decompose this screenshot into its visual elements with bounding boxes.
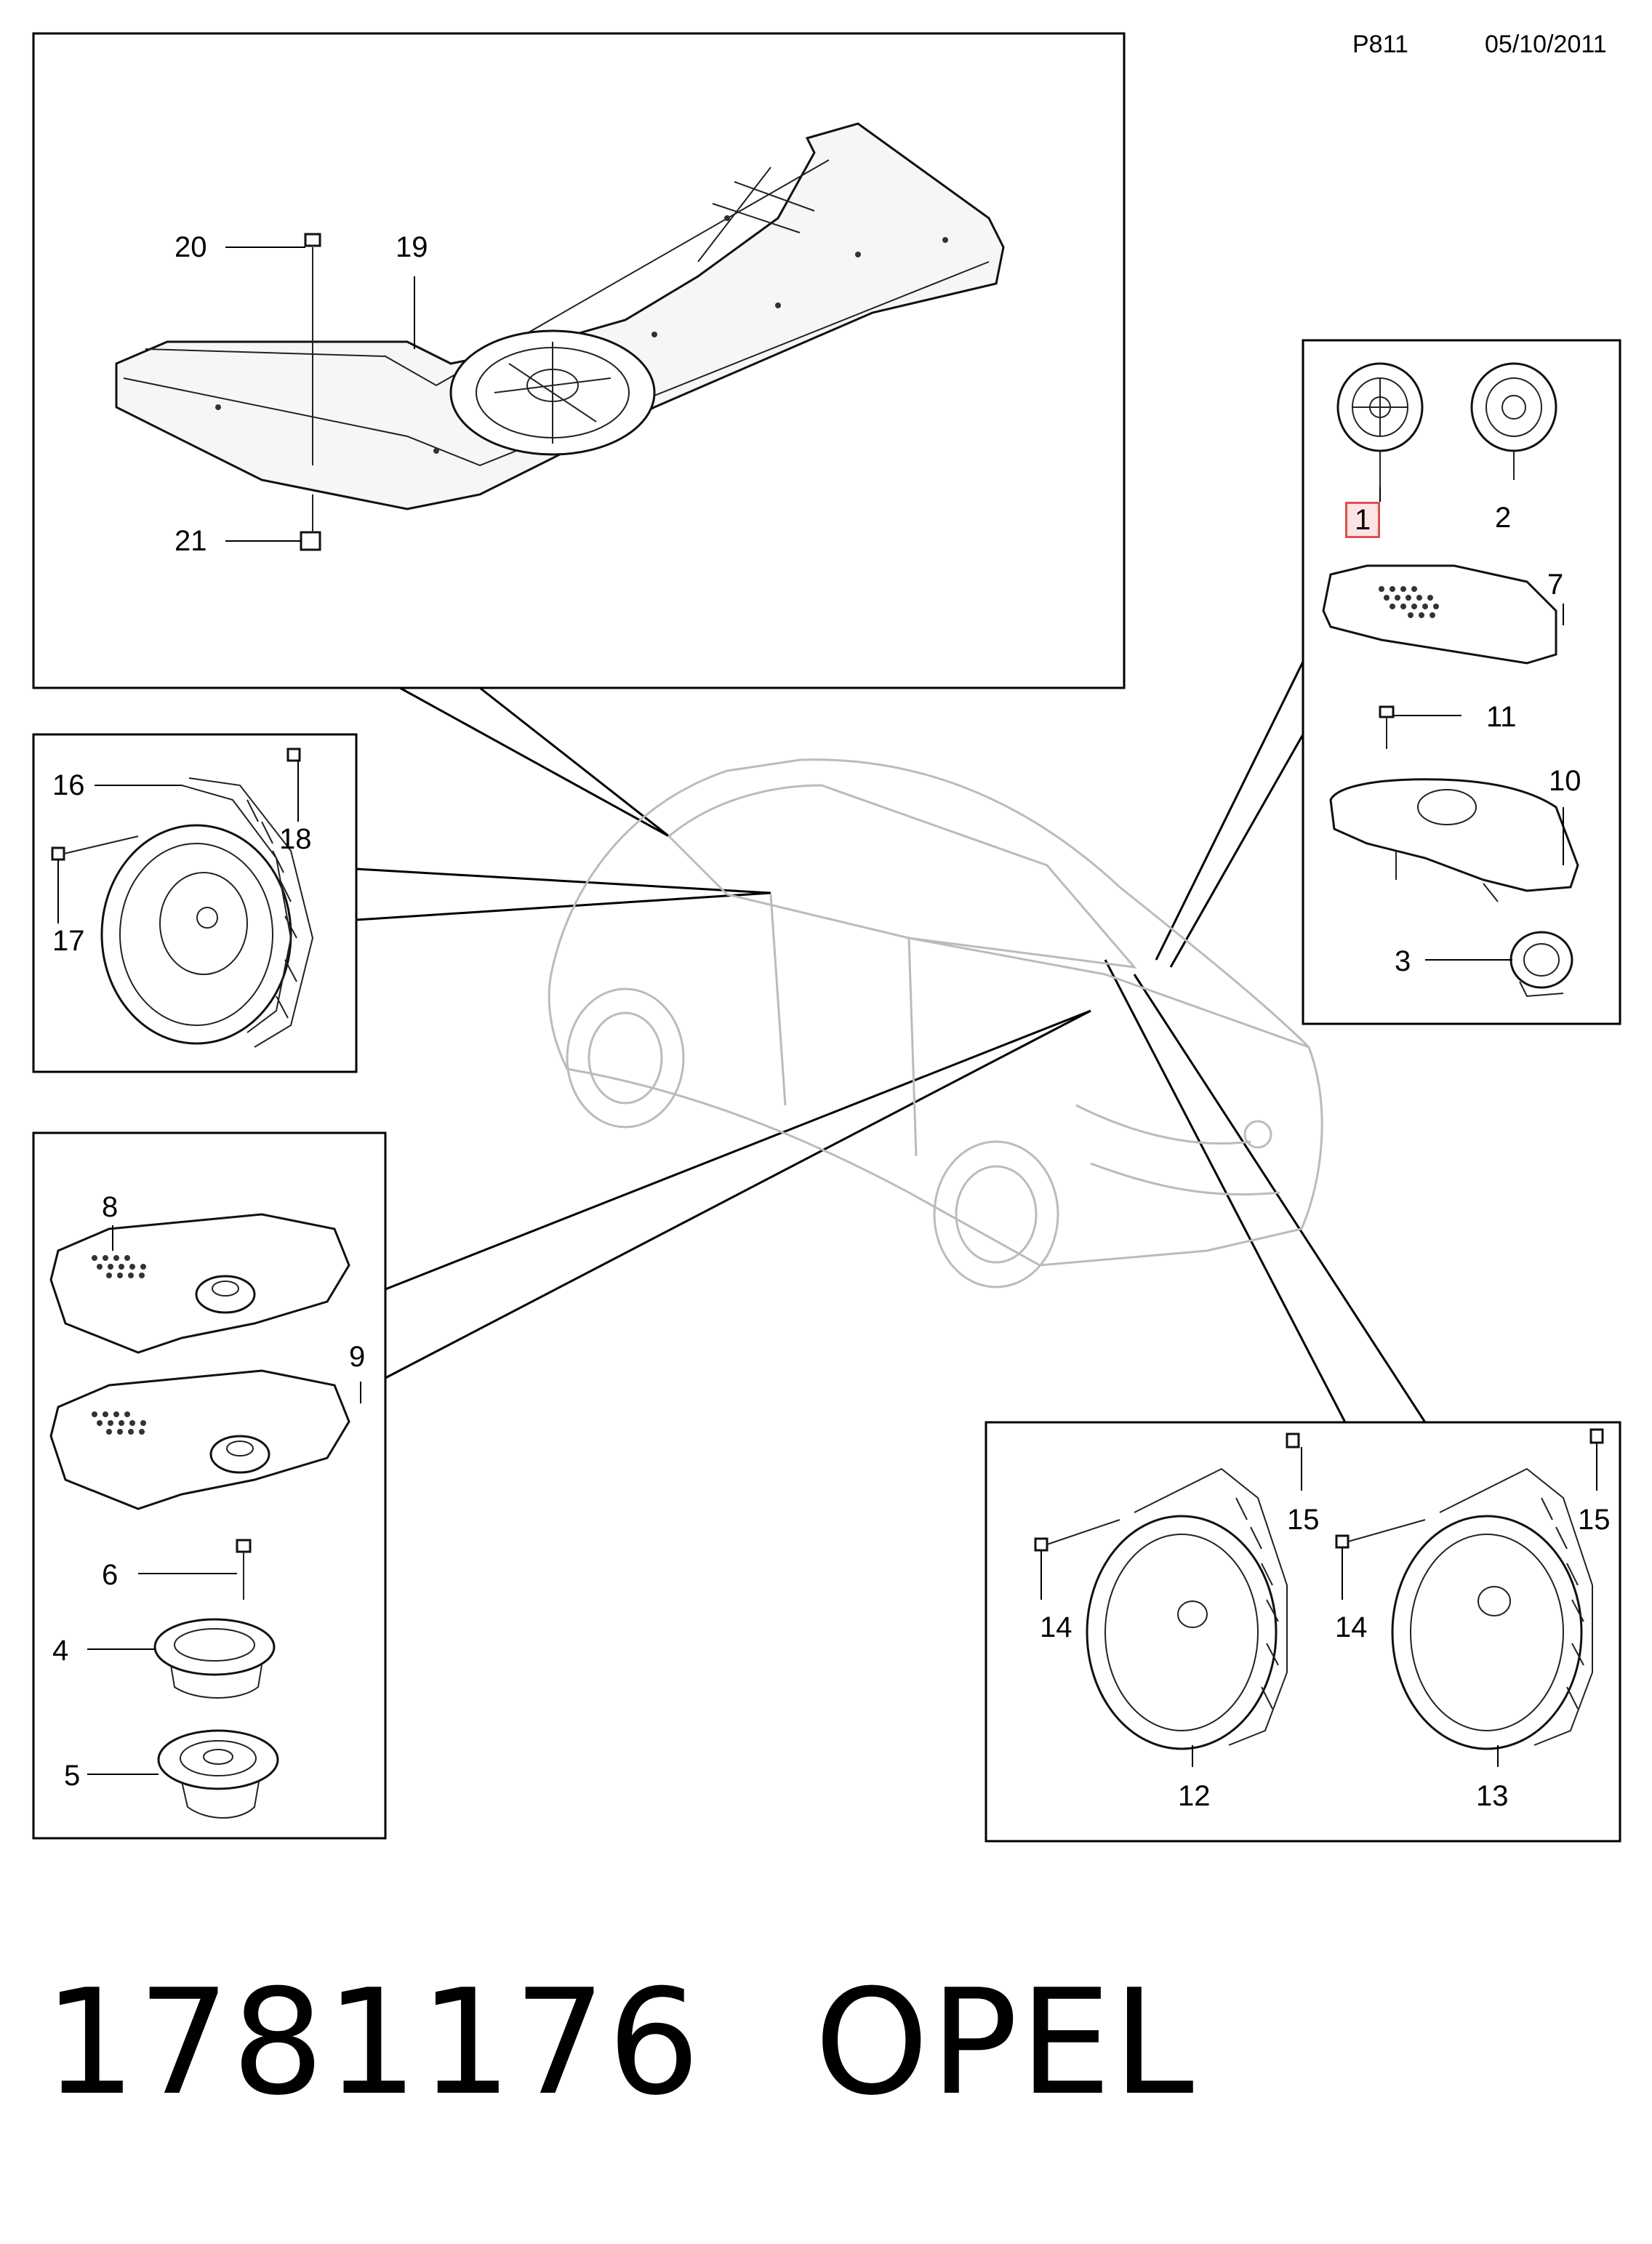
detail-box-subwoofer-tray <box>32 32 1126 689</box>
callout-20[interactable]: 20 <box>175 231 207 263</box>
tweeter-illustrations <box>1322 362 1579 998</box>
callout-6[interactable]: 6 <box>102 1559 119 1591</box>
diagram-date: 05/10/2011 <box>1485 31 1607 58</box>
callout-leaders <box>57 247 1597 1775</box>
lead-lines <box>33 661 1427 1423</box>
callout-13[interactable]: 13 <box>1476 1780 1509 1812</box>
callout-2[interactable]: 2 <box>1495 502 1512 534</box>
dash-speaker-illustration <box>49 1213 350 1819</box>
rear-door-speaker-illustration <box>51 748 314 1048</box>
subwoofer-tray-illustration <box>115 122 1005 551</box>
callout-12[interactable]: 12 <box>1178 1780 1211 1812</box>
callout-1-highlighted[interactable]: 1 <box>1345 502 1381 538</box>
callout-8[interactable]: 8 <box>102 1191 119 1223</box>
diagram-code: P811 <box>1352 31 1408 58</box>
callout-10[interactable]: 10 <box>1549 765 1581 797</box>
callout-19[interactable]: 19 <box>396 231 428 263</box>
callout-14-right[interactable]: 14 <box>1335 1611 1368 1643</box>
callout-11[interactable]: 11 <box>1486 701 1517 733</box>
callout-16[interactable]: 16 <box>52 769 85 801</box>
detail-box-dash-speaker <box>32 1131 387 1840</box>
callout-3[interactable]: 3 <box>1395 945 1411 977</box>
callout-7[interactable]: 7 <box>1547 569 1564 601</box>
detail-box-front-door-speakers <box>985 1421 1621 1843</box>
callout-15-left[interactable]: 15 <box>1287 1504 1320 1536</box>
detail-box-rear-door-speaker <box>32 733 358 1073</box>
callout-21[interactable]: 21 <box>175 525 207 557</box>
callout-9[interactable]: 9 <box>349 1341 366 1373</box>
callout-4[interactable]: 4 <box>52 1635 69 1667</box>
callout-5[interactable]: 5 <box>64 1760 81 1792</box>
callout-18[interactable]: 18 <box>279 823 312 855</box>
car-outline <box>548 758 1323 1289</box>
detail-box-tweeters <box>1302 339 1621 1025</box>
callout-15-right[interactable]: 15 <box>1578 1504 1611 1536</box>
callout-14-left[interactable]: 14 <box>1040 1611 1072 1643</box>
part-number: 1781176 <box>44 1958 702 2128</box>
front-door-speakers-illustration <box>1034 1428 1604 1750</box>
callout-17[interactable]: 17 <box>52 925 85 957</box>
brand-name: OPEL <box>814 1958 1195 2128</box>
